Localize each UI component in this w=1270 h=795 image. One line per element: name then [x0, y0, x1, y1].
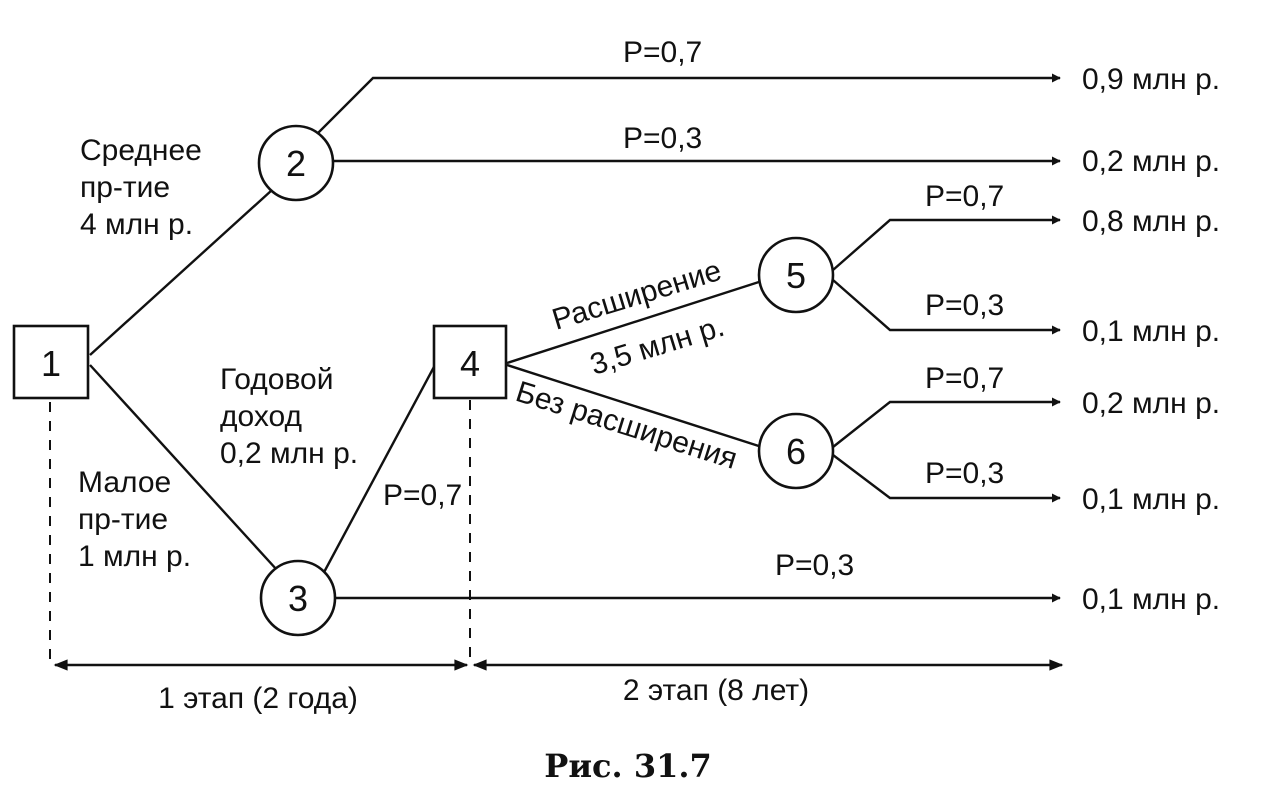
edge-3-4 — [320, 364, 437, 577]
outcome-7: 0,1 млн р. — [1082, 583, 1220, 616]
outcome-6: 0,1 млн р. — [1082, 483, 1220, 516]
small-enterprise-label-2: пр-тие — [78, 503, 168, 536]
chance-node-2 — [257, 124, 335, 202]
no-expansion-label: Без расширения — [512, 375, 741, 476]
edge-4-5 — [506, 279, 763, 365]
annual-income-label-2: доход — [220, 400, 302, 433]
outcome-2: 0,2 млн р. — [1082, 145, 1220, 178]
edge-6-outcome-5 — [832, 397, 1061, 448]
chance-node-5 — [757, 236, 835, 314]
node-2-label: 2 — [286, 143, 306, 184]
edge-5-outcome-3 — [832, 215, 1061, 271]
node-5-label: 5 — [786, 255, 806, 296]
figure-caption: Рис. 31.7 — [544, 747, 712, 785]
edge-6-outcome-6 — [832, 454, 1061, 503]
outcome-3: 0,8 млн р. — [1082, 205, 1220, 238]
medium-enterprise-label-3: 4 млн р. — [80, 208, 193, 241]
stage-1-label: 1 этап (2 года) — [158, 682, 358, 715]
edge-5-outcome-4 — [832, 279, 1061, 335]
probability-2-top: P=0,7 — [623, 36, 702, 69]
probability-5-bottom: P=0,3 — [925, 289, 1004, 322]
outcome-1: 0,9 млн р. — [1082, 63, 1220, 96]
node-4-label: 4 — [460, 343, 480, 384]
node-6-label: 6 — [786, 431, 806, 472]
probability-2-mid: P=0,3 — [623, 122, 702, 155]
medium-enterprise-label-2: пр-тие — [80, 171, 170, 204]
node-1-label: 1 — [41, 343, 61, 384]
small-enterprise-label-3: 1 млн р. — [78, 540, 191, 573]
chance-node-6 — [757, 412, 835, 490]
edge-4-6 — [506, 363, 766, 450]
outcome-4: 0,1 млн р. — [1082, 315, 1220, 348]
probability-3-outcome: P=0,3 — [775, 549, 854, 582]
outcome-5: 0,2 млн р. — [1082, 387, 1220, 420]
edge-1-3 — [89, 364, 278, 571]
stage-2-label: 2 этап (8 лет) — [623, 674, 809, 707]
medium-enterprise-label-1: Среднее — [80, 134, 202, 167]
probability-6-bottom: P=0,3 — [925, 457, 1004, 490]
edge-1-2 — [89, 189, 273, 356]
annual-income-label-3: 0,2 млн р. — [220, 437, 358, 470]
probability-6-top: P=0,7 — [925, 362, 1004, 395]
decision-node-4 — [432, 324, 508, 400]
probability-3-4: P=0,7 — [383, 479, 462, 512]
small-enterprise-label-1: Малое — [78, 466, 171, 499]
decision-node-1 — [12, 324, 90, 400]
annual-income-label-1: Годовой — [220, 363, 334, 396]
node-3-label: 3 — [288, 578, 308, 619]
chance-node-3 — [259, 559, 337, 637]
edge-2-outcome-1 — [317, 73, 1061, 134]
probability-5-top: P=0,7 — [925, 180, 1004, 213]
